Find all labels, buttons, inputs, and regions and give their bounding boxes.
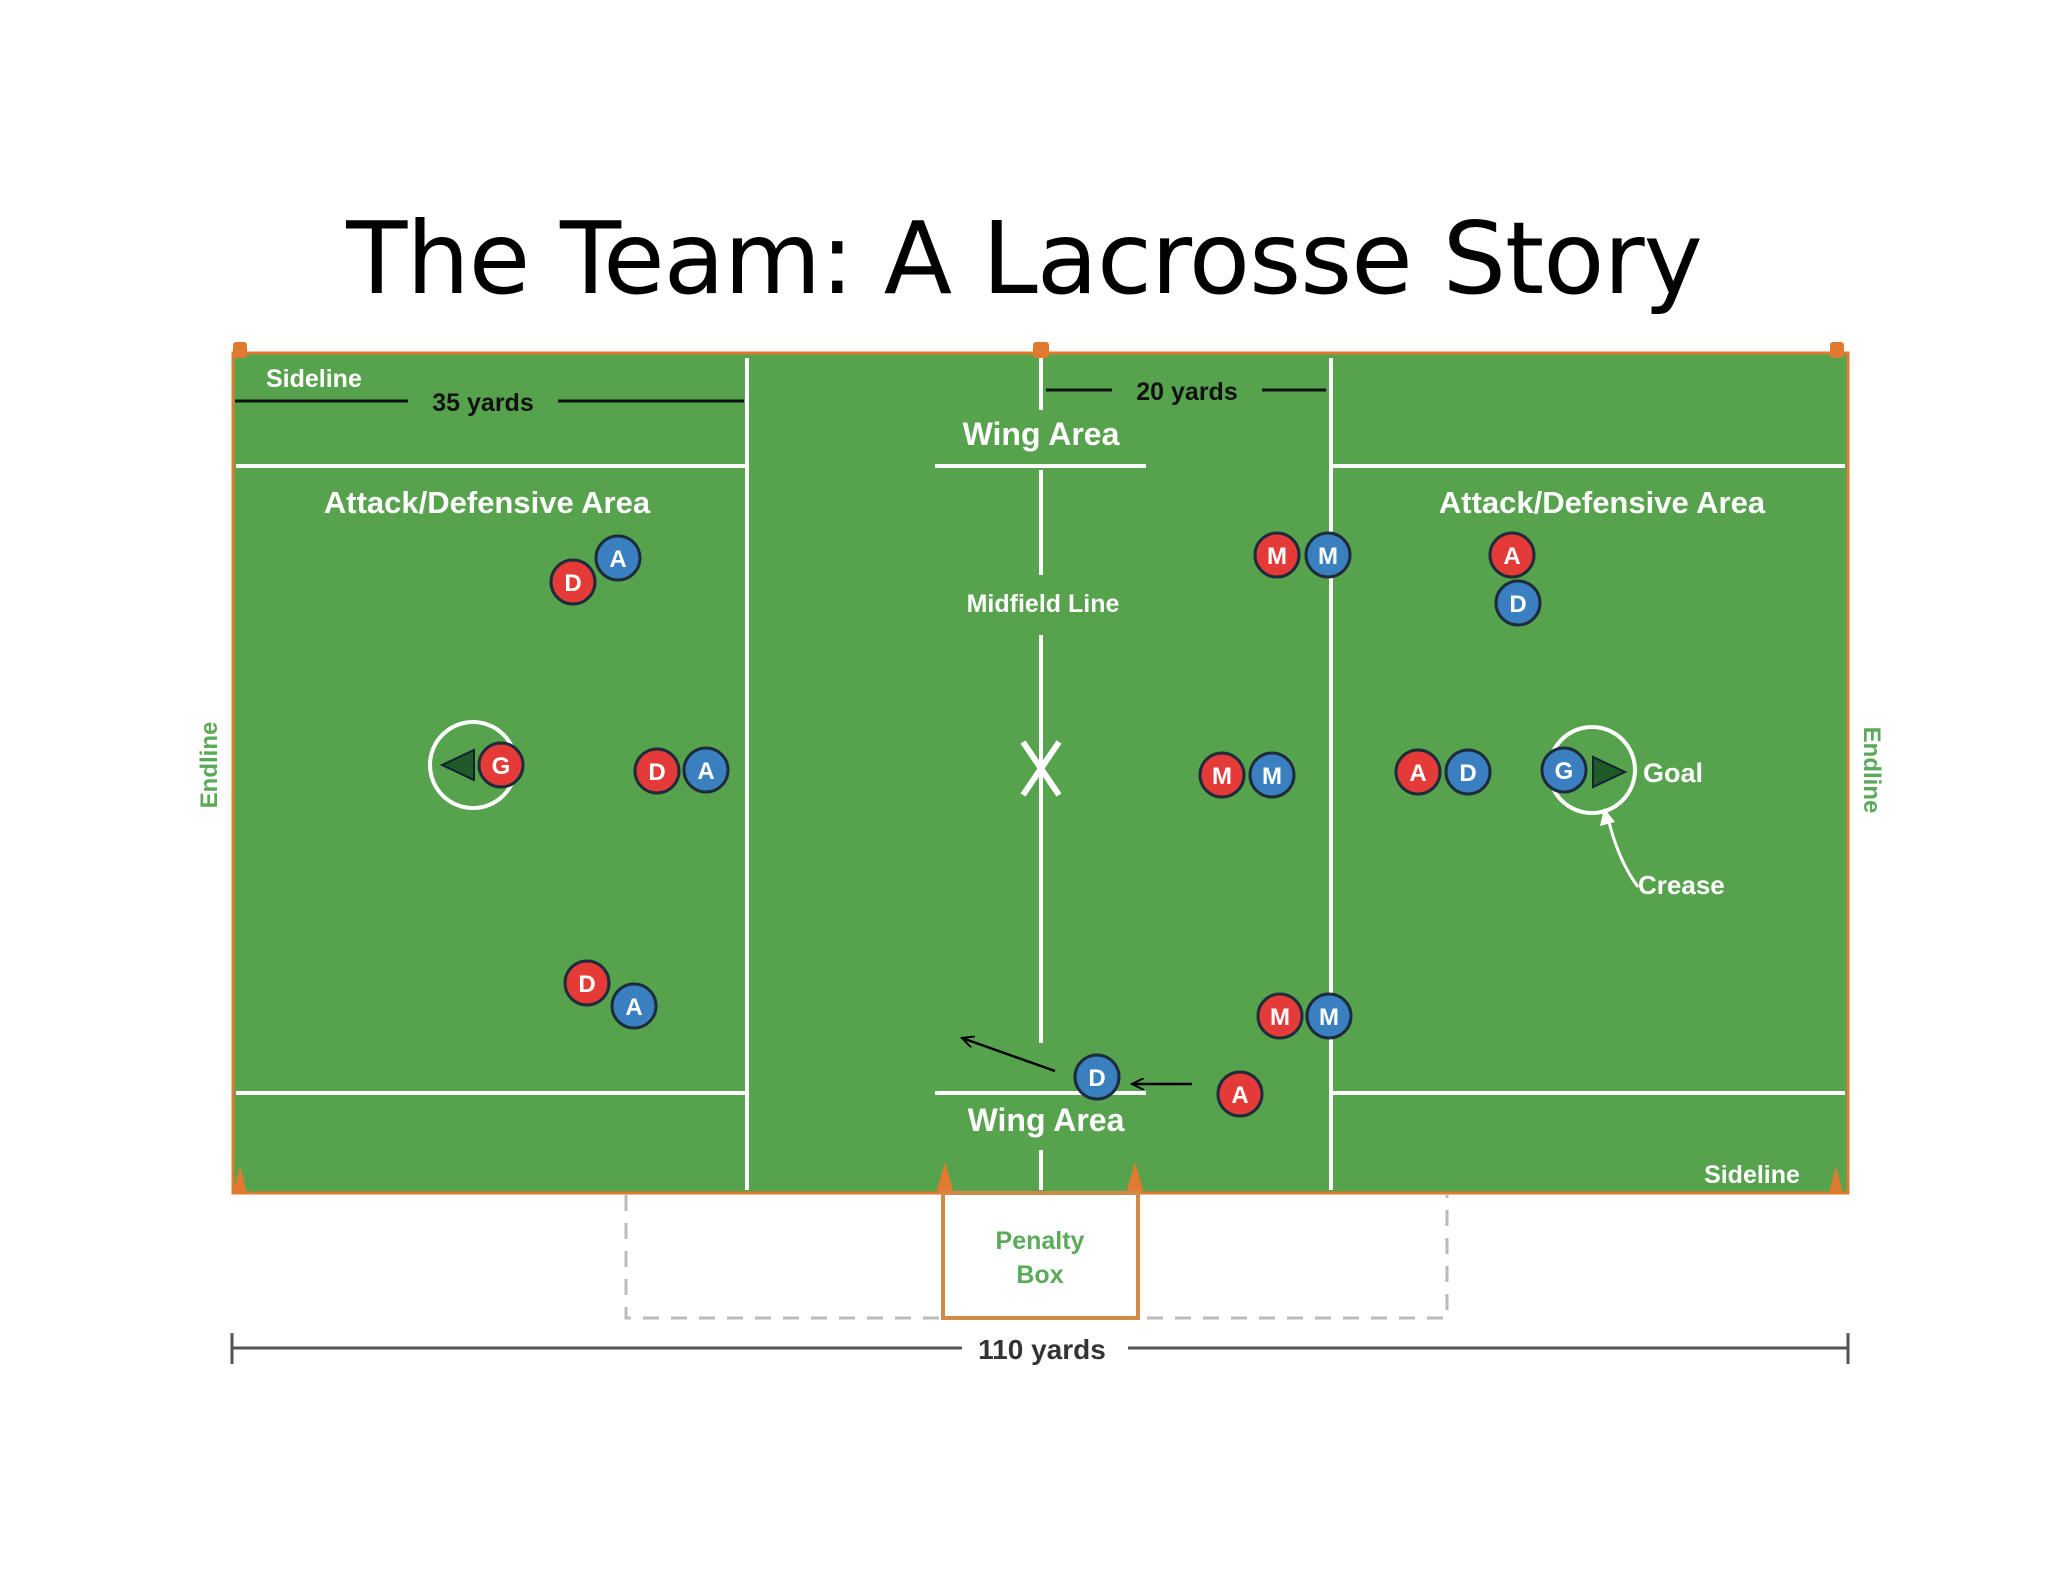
player-blue-d: D — [1494, 579, 1542, 627]
player-letter: M — [1270, 1004, 1290, 1031]
yards-110-label: 110 yards — [978, 1334, 1106, 1365]
player-red-g: G — [477, 741, 525, 789]
player-token — [1073, 1053, 1121, 1101]
player-token — [1305, 992, 1353, 1040]
wing-area-bottom-label: Wing Area — [968, 1102, 1125, 1138]
yards-20-label: 20 yards — [1136, 378, 1237, 406]
player-token — [549, 558, 597, 606]
player-red-d: D — [633, 747, 681, 795]
player-red-a: A — [1488, 531, 1536, 579]
player-letter: M — [1262, 763, 1282, 790]
player-red-m: M — [1256, 992, 1304, 1040]
yards-35-label: 35 yards — [432, 389, 533, 417]
left-goal-icon — [439, 748, 475, 782]
right-goal-icon — [1592, 755, 1628, 789]
player-letter: A — [609, 546, 626, 573]
goal-label: Goal — [1643, 758, 1703, 788]
attack-defensive-area-left-label: Attack/Defensive Area — [324, 485, 651, 520]
player-red-m: M — [1198, 751, 1246, 799]
player-token — [610, 982, 658, 1030]
player-blue-m: M — [1304, 531, 1352, 579]
player-token — [1304, 531, 1352, 579]
player-token — [1248, 751, 1296, 799]
wing-area-top-label: Wing Area — [963, 416, 1120, 452]
player-letter: A — [1231, 1082, 1248, 1109]
player-token — [1540, 746, 1588, 794]
player-blue-d: D — [1444, 748, 1492, 796]
player-token — [1198, 751, 1246, 799]
penalty-box — [941, 1191, 1140, 1320]
endline-right-label: Endline — [1858, 727, 1885, 814]
player-token — [682, 746, 730, 794]
player-letter: G — [492, 753, 511, 780]
player-letter: A — [1409, 760, 1426, 787]
player-token — [477, 741, 525, 789]
sideline-bottom-label: Sideline — [1704, 1161, 1800, 1189]
player-blue-m: M — [1305, 992, 1353, 1040]
player-blue-a: A — [682, 746, 730, 794]
player-red-m: M — [1253, 531, 1301, 579]
attack-defensive-area-right-label: Attack/Defensive Area — [1439, 485, 1766, 520]
sideline-top-label: Sideline — [266, 365, 362, 393]
crease-label: Crease — [1638, 870, 1725, 900]
endline-left-label: Endline — [196, 722, 223, 809]
player-letter: D — [564, 570, 581, 597]
player-letter: A — [625, 994, 642, 1021]
player-token — [1494, 579, 1542, 627]
player-blue-d: D — [1073, 1053, 1121, 1101]
player-letter: M — [1212, 763, 1232, 790]
player-letter: A — [1503, 543, 1520, 570]
player-letter: D — [648, 759, 665, 786]
player-token — [1256, 992, 1304, 1040]
player-red-d: D — [563, 959, 611, 1007]
player-red-d: D — [549, 558, 597, 606]
movement-arrow-long — [962, 1038, 1056, 1073]
player-blue-a: A — [594, 534, 642, 582]
field-lines — [236, 358, 1845, 1190]
player-token — [1253, 531, 1301, 579]
crease-pointer — [1606, 817, 1640, 888]
player-letter: G — [1555, 758, 1574, 785]
penalty-box-label-line2: Box — [1016, 1261, 1063, 1289]
player-token — [1216, 1070, 1264, 1118]
player-red-a: A — [1394, 748, 1442, 796]
center-x-mark — [1020, 740, 1062, 797]
yardage-markers — [235, 388, 1326, 403]
player-letter: M — [1319, 1004, 1339, 1031]
player-token — [563, 959, 611, 1007]
player-token — [594, 534, 642, 582]
crease-pointer-head — [1600, 808, 1615, 826]
boundary-markers — [233, 342, 1844, 1193]
player-letter: D — [1509, 591, 1526, 618]
player-letter: D — [578, 971, 595, 998]
player-letter: A — [697, 758, 714, 785]
midfield-line-label: Midfield Line — [967, 590, 1120, 618]
player-red-a: A — [1216, 1070, 1264, 1118]
penalty-box-label-line1: Penalty — [996, 1227, 1085, 1255]
slide-title: The Team: A Lacrosse Story — [346, 200, 1703, 317]
player-token — [1444, 748, 1492, 796]
player-token — [633, 747, 681, 795]
length-dimension — [230, 1333, 1850, 1364]
player-blue-g: G — [1540, 746, 1588, 794]
player-letter: M — [1318, 543, 1338, 570]
player-blue-m: M — [1248, 751, 1296, 799]
player-letter: M — [1267, 543, 1287, 570]
player-blue-a: A — [610, 982, 658, 1030]
player-letter: D — [1088, 1065, 1105, 1092]
player-token — [1394, 748, 1442, 796]
player-letter: D — [1459, 760, 1476, 787]
player-token — [1488, 531, 1536, 579]
